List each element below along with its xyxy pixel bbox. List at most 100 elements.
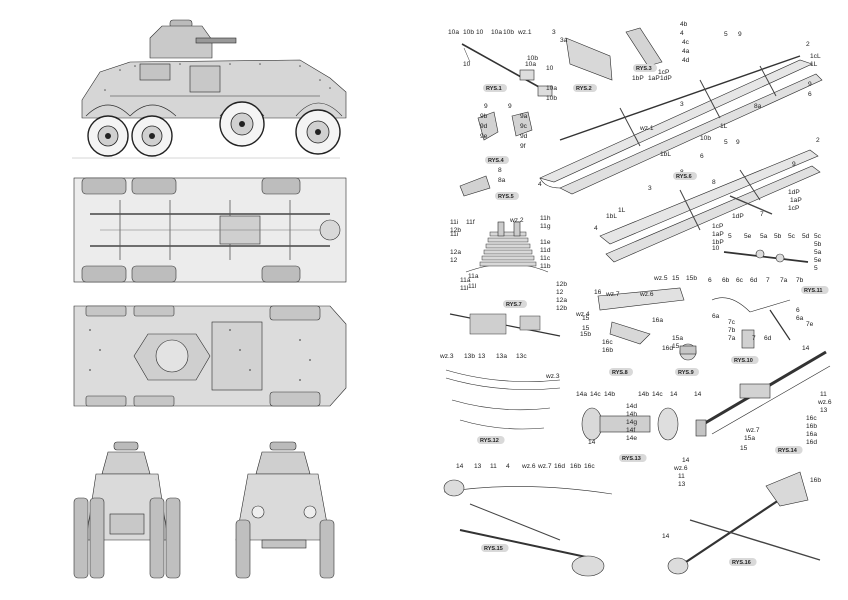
part-label: 8a bbox=[754, 103, 762, 110]
figure-badge-label: RYS.7 bbox=[506, 302, 522, 308]
part-label: 6 bbox=[700, 153, 704, 160]
part-label: 4b bbox=[680, 21, 688, 28]
part-label: 9d bbox=[480, 123, 488, 130]
part-label: 3 bbox=[552, 29, 556, 36]
part-label: 12 bbox=[450, 257, 458, 264]
part-label: 15b bbox=[580, 331, 591, 338]
part-label: 7a bbox=[728, 335, 736, 342]
part-label: wz.1 bbox=[639, 125, 654, 132]
part-label: 7e bbox=[806, 321, 814, 328]
figure-badge-bg bbox=[633, 64, 657, 72]
figure-badge-label: RYS.12 bbox=[480, 438, 499, 444]
part-label: 1aP bbox=[790, 197, 802, 204]
part-label: 5a bbox=[814, 249, 822, 256]
part-label: 7 bbox=[752, 335, 756, 342]
part-label: 1dP bbox=[788, 189, 800, 196]
part-label: 11f bbox=[466, 219, 475, 226]
part-label: 11i bbox=[450, 231, 459, 238]
part-label: 15b bbox=[686, 275, 697, 282]
figure-badge-label: RYS.10 bbox=[734, 358, 753, 364]
part-label: 9 bbox=[808, 81, 812, 88]
part-label: 10 bbox=[476, 29, 484, 36]
figure-badge: RYS.16 bbox=[729, 558, 757, 566]
fig-14-axle bbox=[695, 350, 831, 437]
vehicle-side-view bbox=[72, 19, 347, 159]
part-label: 12b bbox=[450, 227, 461, 234]
part-label: 14h bbox=[626, 411, 637, 418]
part-label: wz.7 bbox=[537, 463, 552, 470]
vehicle-front-view bbox=[235, 441, 335, 579]
fig-8-parts bbox=[449, 287, 685, 345]
figure-badge-label: RYS.5 bbox=[498, 194, 514, 200]
fig-15-assembly bbox=[443, 479, 613, 577]
part-label: 9c bbox=[520, 123, 528, 130]
part-label: 4a bbox=[682, 48, 690, 55]
part-label: 13c bbox=[516, 353, 527, 360]
fig-12-springs bbox=[445, 369, 561, 430]
part-label: 15 bbox=[672, 275, 680, 282]
part-label: 9 bbox=[484, 103, 488, 110]
figure-badge-label: RYS.1 bbox=[486, 86, 502, 92]
part-label: 11 bbox=[820, 391, 827, 398]
figure-badge-bg bbox=[481, 544, 509, 552]
part-label: 1aP bbox=[712, 231, 724, 238]
part-label: 14d bbox=[626, 403, 637, 410]
part-label: 7a bbox=[780, 277, 788, 284]
part-label: 1L bbox=[810, 61, 818, 68]
part-label: 11c bbox=[540, 255, 551, 262]
part-label: 4c bbox=[682, 39, 690, 46]
figure-badge: RYS.2 bbox=[573, 84, 597, 92]
part-label: 6c bbox=[736, 277, 744, 284]
figure-badge-bg bbox=[801, 286, 829, 294]
part-label: 9 bbox=[792, 161, 796, 168]
figure-badge: RYS.3 bbox=[633, 64, 657, 72]
part-label: 14c bbox=[590, 391, 601, 398]
part-label: wz.6 bbox=[521, 463, 536, 470]
fig-7-spring bbox=[465, 221, 549, 273]
part-label: 11h bbox=[540, 215, 551, 222]
part-label: 5 bbox=[814, 265, 818, 272]
part-label: 6 bbox=[708, 277, 712, 284]
figure-badge-bg bbox=[483, 84, 507, 92]
part-label: 1L bbox=[720, 123, 728, 130]
part-label: 7b bbox=[728, 327, 736, 334]
part-label: 14b bbox=[604, 391, 615, 398]
part-label: 2 bbox=[806, 41, 810, 48]
figure-badge-label: RYS.3 bbox=[636, 66, 652, 72]
part-label: 14c bbox=[652, 391, 663, 398]
figure-badge: RYS.10 bbox=[731, 356, 759, 364]
part-label: 6 bbox=[808, 91, 812, 98]
figure-badge-label: RYS.16 bbox=[732, 560, 751, 566]
figure-badge-bg bbox=[495, 192, 519, 200]
part-label: 10a bbox=[546, 85, 557, 92]
figure-badge: RYS.4 bbox=[485, 156, 509, 164]
part-label: 16c bbox=[806, 415, 817, 422]
vehicle-top-view bbox=[73, 305, 347, 407]
figure-badge: RYS.1 bbox=[483, 84, 507, 92]
fig-13-hub bbox=[581, 407, 679, 441]
part-label: 7 bbox=[760, 211, 764, 218]
part-label: 14 bbox=[694, 391, 702, 398]
figure-badge: RYS.6 bbox=[673, 172, 697, 180]
part-label: 1cL bbox=[810, 53, 821, 60]
part-label: 6d bbox=[750, 277, 758, 284]
part-label: 15 bbox=[582, 315, 590, 322]
part-label: 5 bbox=[724, 139, 728, 146]
part-label: 6b bbox=[722, 277, 730, 284]
part-label: 14 bbox=[802, 345, 810, 352]
part-label: 1dP bbox=[660, 75, 672, 82]
part-label: 2 bbox=[816, 137, 820, 144]
figure-badge-bg bbox=[673, 172, 697, 180]
fig-4-parts bbox=[477, 111, 533, 141]
part-label: 5 bbox=[724, 31, 728, 38]
part-label: 9d bbox=[520, 133, 528, 140]
part-label: 12a bbox=[556, 297, 567, 304]
part-label: 6a bbox=[796, 315, 804, 322]
part-label: 11l bbox=[460, 285, 469, 292]
part-label: 5b bbox=[774, 233, 782, 240]
part-label: wz.4 bbox=[575, 311, 590, 318]
part-label: 9 bbox=[508, 103, 512, 110]
figure-badge-bg bbox=[731, 356, 759, 364]
part-label: 10a bbox=[448, 29, 459, 36]
